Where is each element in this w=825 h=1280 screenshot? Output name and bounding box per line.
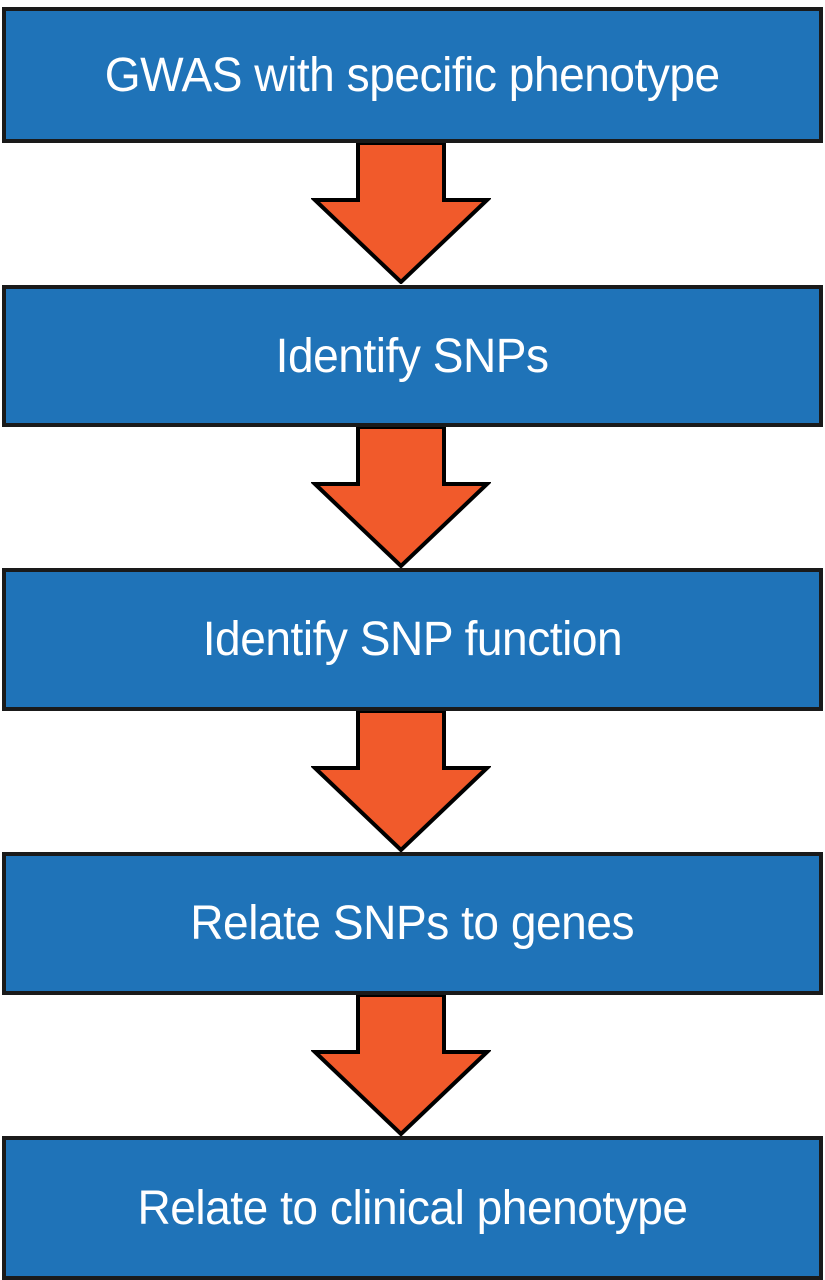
step-box-relate-snps-genes: Relate SNPs to genes [2, 852, 823, 995]
connector-4 [0, 995, 825, 1136]
step-label: Relate SNPs to genes [190, 897, 635, 950]
step-box-snp-function: Identify SNP function [2, 568, 823, 711]
connector-2 [0, 427, 825, 568]
step-label: Identify SNPs [276, 329, 549, 383]
down-arrow-icon [310, 143, 491, 284]
down-arrow-icon [310, 995, 491, 1136]
connector-1 [0, 143, 825, 285]
step-box-clinical-phenotype: Relate to clinical phenotype [2, 1136, 823, 1280]
connector-3 [0, 711, 825, 852]
down-arrow-icon [310, 711, 491, 852]
step-box-gwas-phenotype: GWAS with specific phenotype [2, 7, 823, 143]
down-arrow-icon [310, 427, 491, 568]
step-label: Relate to clinical phenotype [137, 1181, 688, 1235]
step-box-identify-snps: Identify SNPs [2, 285, 823, 427]
step-label: Identify SNP function [202, 613, 623, 666]
step-label: GWAS with specific phenotype [105, 48, 720, 102]
